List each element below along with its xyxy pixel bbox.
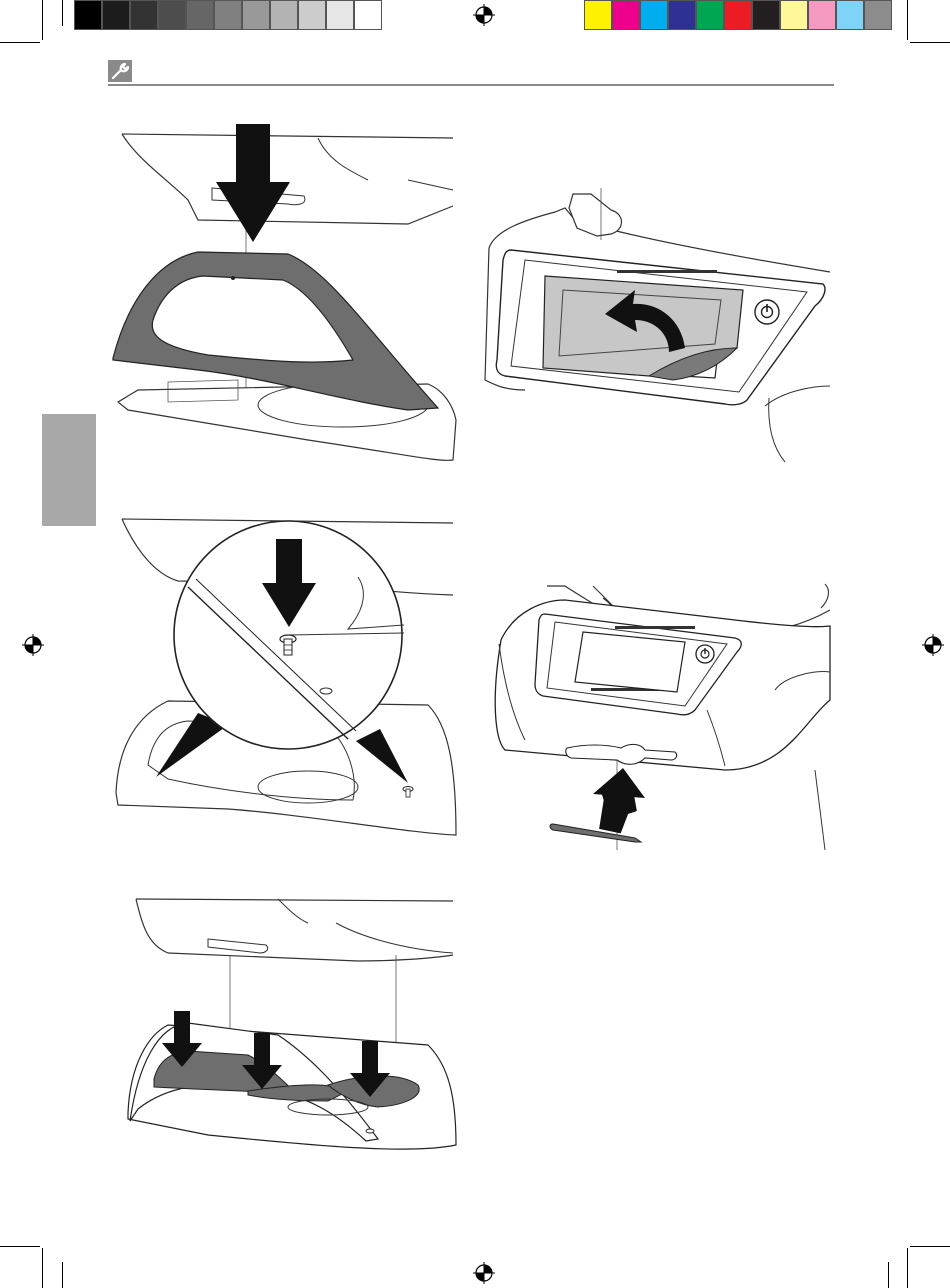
registration-mark-icon (922, 634, 944, 656)
color-swatch (724, 0, 752, 30)
indicator-dots-top (615, 626, 695, 629)
figure-step-3 (108, 515, 458, 850)
color-swatch (836, 0, 864, 30)
crop-mark (0, 1246, 40, 1247)
color-swatch (808, 0, 836, 30)
color-swatch (864, 0, 892, 30)
crop-mark (0, 42, 40, 43)
wrench-icon (108, 60, 132, 82)
color-swatch (780, 0, 808, 30)
grayscale-swatch (242, 0, 270, 30)
grayscale-swatch (298, 0, 326, 30)
color-swatch (584, 0, 612, 30)
color-swatch (668, 0, 696, 30)
crop-mark (907, 1248, 908, 1288)
grayscale-swatch (74, 0, 102, 30)
grayscale-swatch (130, 0, 158, 30)
section-icon-box (108, 60, 132, 82)
display (575, 632, 685, 692)
figure-step-1 (108, 120, 458, 470)
crop-mark (910, 42, 950, 43)
registration-mark-icon (22, 634, 44, 656)
crop-mark (62, 1262, 63, 1288)
crop-mark (42, 0, 43, 40)
grayscale-swatch (102, 0, 130, 30)
indicator-dots-top (617, 270, 717, 273)
color-swatch (640, 0, 668, 30)
grayscale-swatch (158, 0, 186, 30)
grayscale-swatch (354, 0, 382, 30)
color-swatch (696, 0, 724, 30)
grayscale-swatch (186, 0, 214, 30)
registration-mark-icon (473, 4, 495, 26)
crop-mark (910, 1246, 950, 1247)
grayscale-swatch (326, 0, 354, 30)
registration-mark-icon (473, 1262, 495, 1284)
stylus (550, 824, 641, 842)
grayscale-swatch (214, 0, 242, 30)
chapter-side-tab (42, 414, 96, 526)
color-swatch (612, 0, 640, 30)
down-arrow-icon (216, 124, 290, 242)
figure-step-5 (108, 895, 458, 1165)
figure-step-4 (485, 580, 835, 850)
crop-mark (62, 0, 63, 26)
crop-mark (42, 1248, 43, 1288)
header-rule (108, 84, 834, 86)
crop-mark (888, 1262, 889, 1288)
figure-step-2 (485, 180, 835, 465)
color-swatch (752, 0, 780, 30)
crop-mark (907, 0, 908, 40)
grayscale-swatch (270, 0, 298, 30)
